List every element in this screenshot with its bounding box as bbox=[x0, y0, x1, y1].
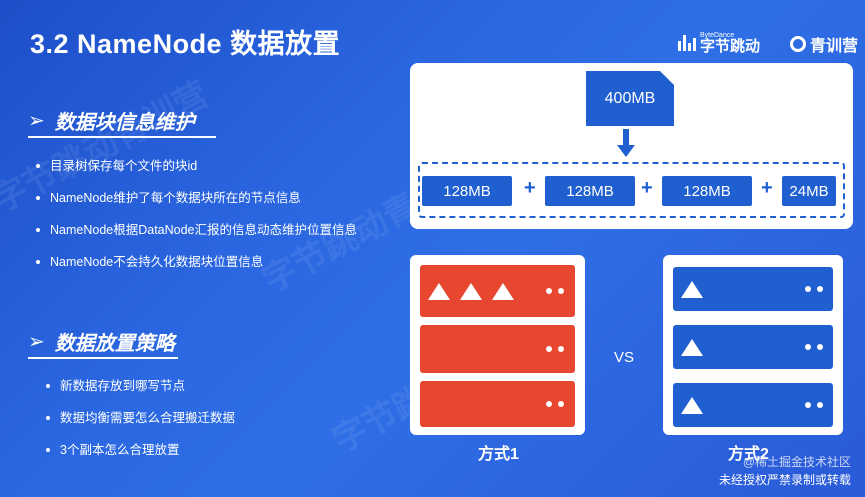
chevron-right-icon: ➢ bbox=[28, 331, 45, 353]
status-dot bbox=[805, 344, 811, 350]
replica-triangle-icon bbox=[681, 339, 703, 356]
plus-sign: + bbox=[641, 177, 653, 199]
server-slot bbox=[673, 325, 833, 369]
bytedance-small-label: ByteDance bbox=[700, 32, 735, 39]
method-1-label: 方式1 bbox=[478, 446, 519, 463]
list-item: 新数据存放到哪写节点 bbox=[40, 377, 235, 409]
bullet-list-2: 新数据存放到哪写节点 数据均衡需要怎么合理搬迁数据 3个副本怎么合理放置 bbox=[40, 377, 235, 473]
status-dot bbox=[558, 346, 564, 352]
bytedance-name: 字节跳动 bbox=[700, 38, 761, 55]
bytedance-bars-icon bbox=[678, 35, 696, 51]
data-block: 128MB bbox=[545, 176, 635, 206]
data-block: 128MB bbox=[422, 176, 512, 206]
vs-label: VS bbox=[614, 349, 635, 366]
rack-method-1 bbox=[410, 255, 585, 435]
list-item: NameNode不会持久化数据块位置信息 bbox=[30, 253, 357, 285]
page-title: 3.2 NameNode 数据放置 bbox=[30, 29, 341, 59]
list-item: 数据均衡需要怎么合理搬迁数据 bbox=[40, 409, 235, 441]
qingxun-name: 青训营 bbox=[810, 38, 859, 55]
section-underline bbox=[28, 136, 216, 138]
replica-triangle-icon bbox=[492, 283, 514, 300]
server-slot bbox=[420, 265, 575, 317]
section-heading-1: ➢ 数据块信息维护 bbox=[28, 106, 195, 135]
footer-notice: 未经授权严禁录制或转载 bbox=[718, 473, 851, 487]
section-title: 数据放置策略 bbox=[54, 331, 175, 355]
server-slot bbox=[673, 267, 833, 311]
status-dot bbox=[817, 286, 823, 292]
status-dot bbox=[817, 402, 823, 408]
section-heading-2: ➢ 数据放置策略 bbox=[28, 327, 175, 356]
plus-sign: + bbox=[524, 177, 536, 199]
status-dot bbox=[558, 288, 564, 294]
bytedance-logo: ByteDance 字节跳动 bbox=[678, 32, 760, 54]
section-underline bbox=[28, 357, 178, 359]
replica-triangle-icon bbox=[428, 283, 450, 300]
status-dot bbox=[805, 402, 811, 408]
down-arrow-icon bbox=[623, 129, 629, 145]
bullet-list-1: 目录树保存每个文件的块id NameNode维护了每个数据块所在的节点信息 Na… bbox=[30, 157, 357, 285]
down-arrow-head-icon bbox=[617, 145, 635, 157]
list-item: 目录树保存每个文件的块id bbox=[30, 157, 357, 189]
status-dot bbox=[817, 344, 823, 350]
status-dot bbox=[558, 401, 564, 407]
status-dot bbox=[546, 401, 552, 407]
section-title: 数据块信息维护 bbox=[54, 110, 195, 134]
server-slot bbox=[420, 325, 575, 373]
data-block: 24MB bbox=[782, 176, 836, 206]
qingxun-ring-icon bbox=[790, 36, 806, 52]
replica-triangle-icon bbox=[681, 281, 703, 298]
status-dot bbox=[546, 288, 552, 294]
status-dot bbox=[805, 286, 811, 292]
method-2-label: 方式2 bbox=[728, 446, 769, 463]
list-item: NameNode根据DataNode汇报的信息动态维护位置信息 bbox=[30, 221, 357, 253]
list-item: NameNode维护了每个数据块所在的节点信息 bbox=[30, 189, 357, 221]
server-slot bbox=[673, 383, 833, 427]
replica-triangle-icon bbox=[681, 397, 703, 414]
qingxun-logo: 青训营 bbox=[790, 32, 858, 56]
plus-sign: + bbox=[761, 177, 773, 199]
blocks-group bbox=[418, 162, 845, 218]
footer-attribution: @稀土掘金技术社区 bbox=[742, 455, 851, 469]
data-block: 128MB bbox=[662, 176, 752, 206]
server-slot bbox=[420, 381, 575, 427]
chevron-right-icon: ➢ bbox=[28, 110, 45, 132]
status-dot bbox=[546, 346, 552, 352]
list-item: 3个副本怎么合理放置 bbox=[40, 441, 235, 473]
replica-triangle-icon bbox=[460, 283, 482, 300]
block-split-diagram: 400MB 128MB + 128MB + 128MB + 24MB bbox=[410, 63, 853, 229]
rack-method-2 bbox=[663, 255, 843, 435]
file-400mb: 400MB bbox=[586, 71, 674, 126]
footer-credits: @稀土掘金技术社区 未经授权严禁录制或转载 bbox=[719, 453, 851, 489]
